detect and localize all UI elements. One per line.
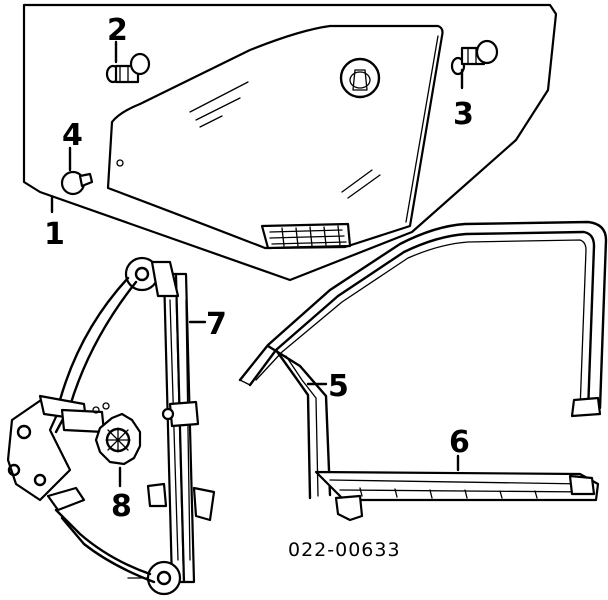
bolt-2 [105,52,151,84]
door-frame-weatherstrip [238,220,608,500]
callout-1: 1 [44,217,65,252]
clip-4 [60,170,94,196]
glass-panel-assembly [22,3,558,282]
callout-2: 2 [107,13,128,48]
regulator-motor [6,394,142,512]
callout-5: 5 [328,369,349,404]
callout-4: 4 [62,118,83,153]
drawing-code: 022-00633 [288,539,401,561]
window-glass [106,24,444,250]
lower-pulley [146,560,182,596]
belt-weatherstrip [314,470,600,522]
callout-8: 8 [111,489,132,524]
callout-7: 7 [206,307,227,342]
glass-channel-bracket [260,222,352,250]
callout-6: 6 [449,425,470,460]
glass-guide-hole [339,57,381,99]
leader-lines [50,40,464,488]
window-regulator-rail [44,256,216,596]
callout-3: 3 [453,97,474,132]
